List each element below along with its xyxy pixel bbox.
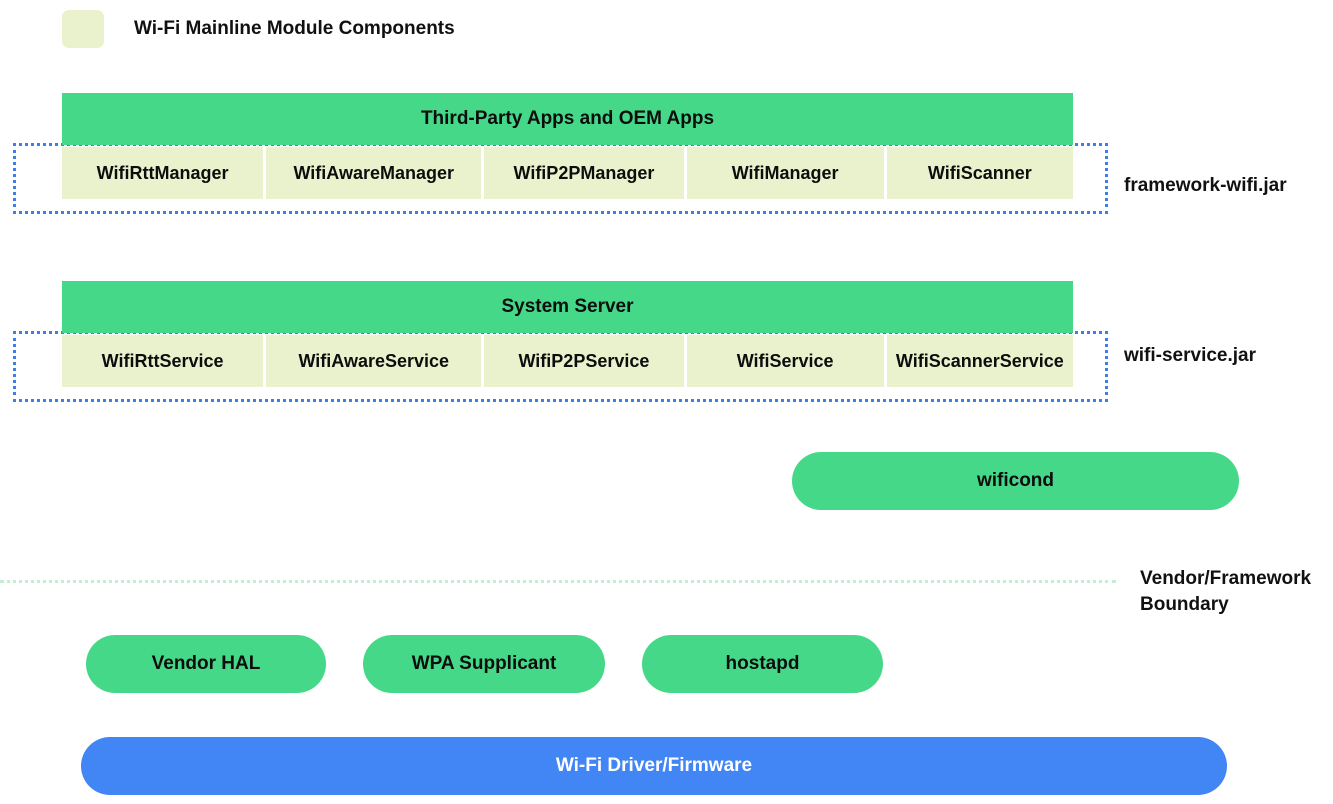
component-wifi-scanner-service[interactable]: WifiScannerService xyxy=(886,335,1073,387)
vendor-hal-node[interactable]: Vendor HAL xyxy=(86,635,326,693)
legend-swatch-icon xyxy=(62,10,104,48)
system-server-components-row: WifiRttService WifiAwareService WifiP2PS… xyxy=(62,335,1073,387)
vendor-framework-boundary-line xyxy=(0,580,1116,583)
legend: Wi-Fi Mainline Module Components xyxy=(62,10,455,48)
third-party-apps-header: Third-Party Apps and OEM Apps xyxy=(62,93,1073,145)
hostapd-node[interactable]: hostapd xyxy=(642,635,883,693)
component-wifi-aware-manager[interactable]: WifiAwareManager xyxy=(266,147,482,199)
component-wifi-manager[interactable]: WifiManager xyxy=(686,147,884,199)
wpa-supplicant-node[interactable]: WPA Supplicant xyxy=(363,635,605,693)
boundary-label-line2: Boundary xyxy=(1140,594,1229,615)
boundary-label-line1: Vendor/Framework xyxy=(1140,568,1312,589)
component-wifi-p2p-service[interactable]: WifiP2PService xyxy=(484,335,684,387)
system-server-header: System Server xyxy=(62,281,1073,333)
framework-layer-stack: Third-Party Apps and OEM Apps WifiRttMan… xyxy=(62,93,1073,199)
vendor-framework-boundary-label: Vendor/Framework Boundary xyxy=(1140,566,1330,618)
component-wifi-rtt-service[interactable]: WifiRttService xyxy=(62,335,264,387)
component-wifi-service[interactable]: WifiService xyxy=(686,335,884,387)
wificond-node[interactable]: wificond xyxy=(792,452,1239,510)
component-wifi-scanner[interactable]: WifiScanner xyxy=(886,147,1073,199)
wifi-service-jar-label: wifi-service.jar xyxy=(1124,345,1257,366)
framework-components-row: WifiRttManager WifiAwareManager WifiP2PM… xyxy=(62,147,1073,199)
legend-label: Wi-Fi Mainline Module Components xyxy=(134,18,455,39)
system-server-layer-stack: System Server WifiRttService WifiAwareSe… xyxy=(62,281,1073,387)
framework-wifi-jar-label: framework-wifi.jar xyxy=(1124,175,1287,196)
component-wifi-p2p-manager[interactable]: WifiP2PManager xyxy=(484,147,684,199)
component-wifi-rtt-manager[interactable]: WifiRttManager xyxy=(62,147,264,199)
wifi-driver-firmware-node[interactable]: Wi-Fi Driver/Firmware xyxy=(81,737,1227,795)
component-wifi-aware-service[interactable]: WifiAwareService xyxy=(266,335,482,387)
